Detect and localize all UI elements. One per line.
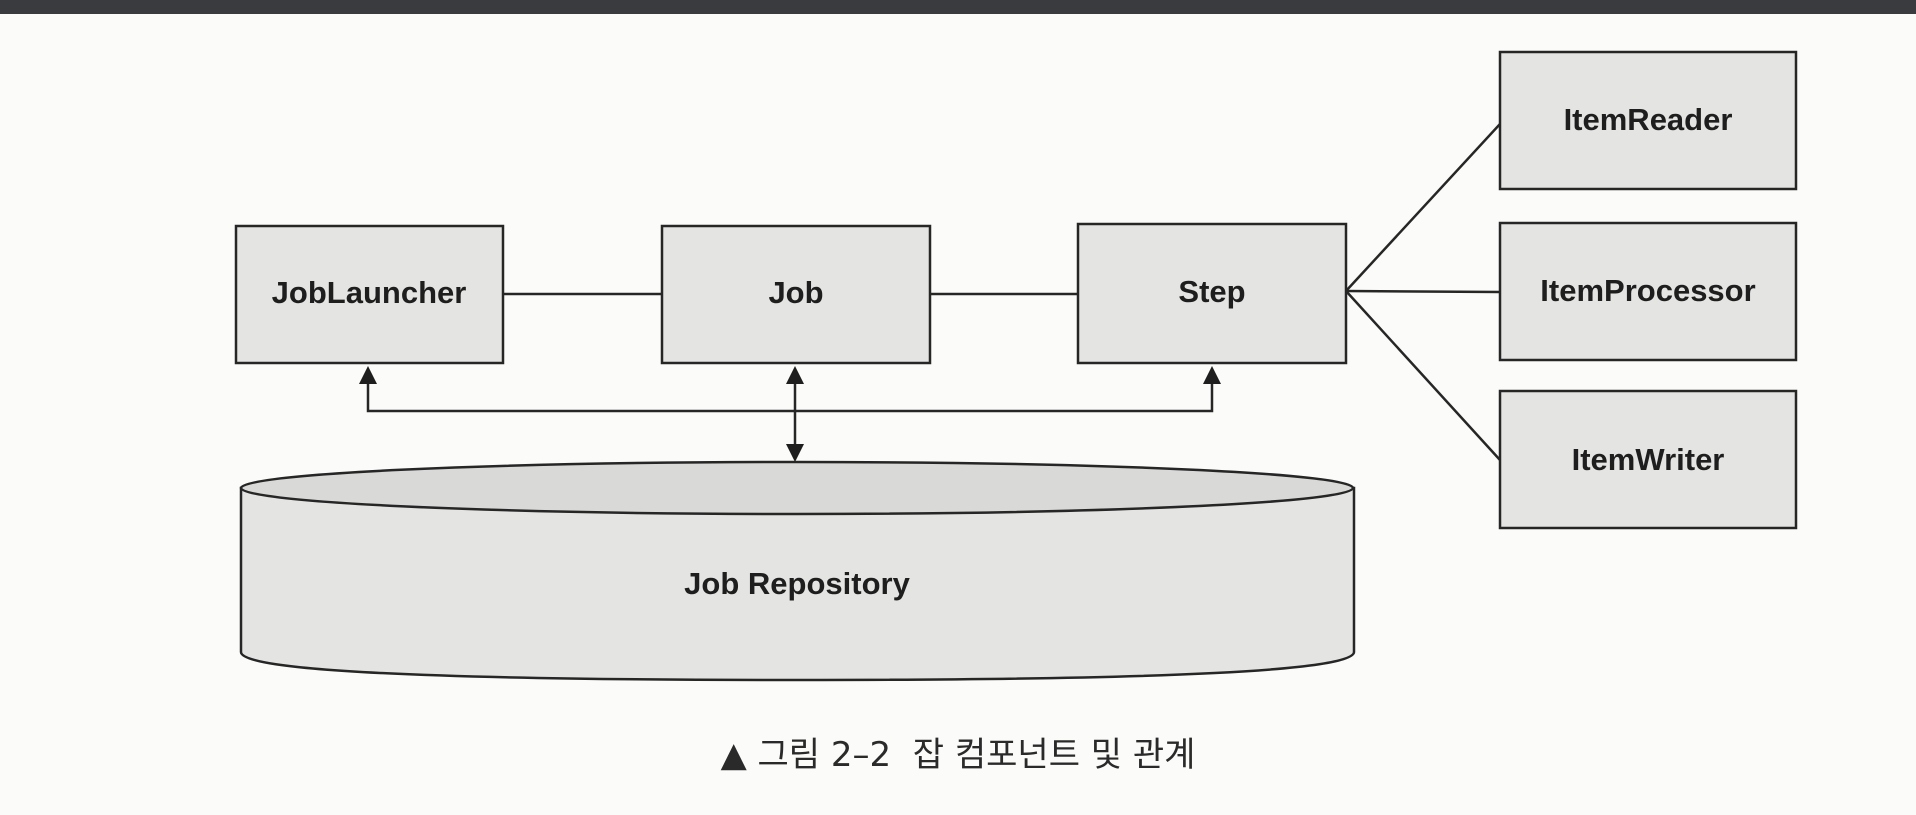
edge-step-itemprocessor: [1345, 289, 1501, 294]
node-step: Step: [1076, 222, 1348, 365]
node-step-box: [1076, 222, 1348, 365]
edge-step-itemwriter: [1345, 290, 1501, 461]
node-itemwriter-box: [1498, 389, 1798, 530]
repository-cylinder-body: [239, 486, 1356, 682]
arrowhead-to-step: [1203, 366, 1221, 384]
node-itemwriter-label: ItemWriter: [1572, 442, 1725, 477]
node-itemprocessor-label: ItemProcessor: [1540, 273, 1755, 308]
edge-repository-feedback: [366, 382, 1214, 413]
node-job-repository: Job Repository: [239, 460, 1356, 682]
node-joblauncher-box: [234, 224, 505, 365]
repository-cylinder-top: [239, 460, 1355, 516]
node-job-box: [660, 224, 932, 365]
edge-step-itemreader: [1345, 123, 1501, 292]
arrowhead-to-repository: [786, 444, 804, 462]
node-joblauncher-label: JobLauncher: [272, 275, 467, 310]
node-job-repository-label: Job Repository: [684, 566, 910, 601]
node-itemreader: ItemReader: [1498, 50, 1798, 191]
node-itemprocessor: ItemProcessor: [1498, 221, 1798, 362]
node-joblauncher: JobLauncher: [234, 224, 505, 365]
node-itemreader-box: [1498, 50, 1798, 191]
node-step-label: Step: [1178, 274, 1245, 309]
node-itemreader-label: ItemReader: [1564, 102, 1733, 137]
node-job-label: Job: [768, 275, 823, 310]
node-itemprocessor-box: [1498, 221, 1798, 362]
node-itemwriter: ItemWriter: [1498, 389, 1798, 530]
arrowhead-to-joblauncher: [359, 366, 377, 384]
figure-caption: ▲ 그림 2–2 잡 컴포넌트 및 관계: [720, 735, 1196, 775]
arrowhead-to-job: [786, 366, 804, 384]
node-job: Job: [660, 224, 932, 365]
